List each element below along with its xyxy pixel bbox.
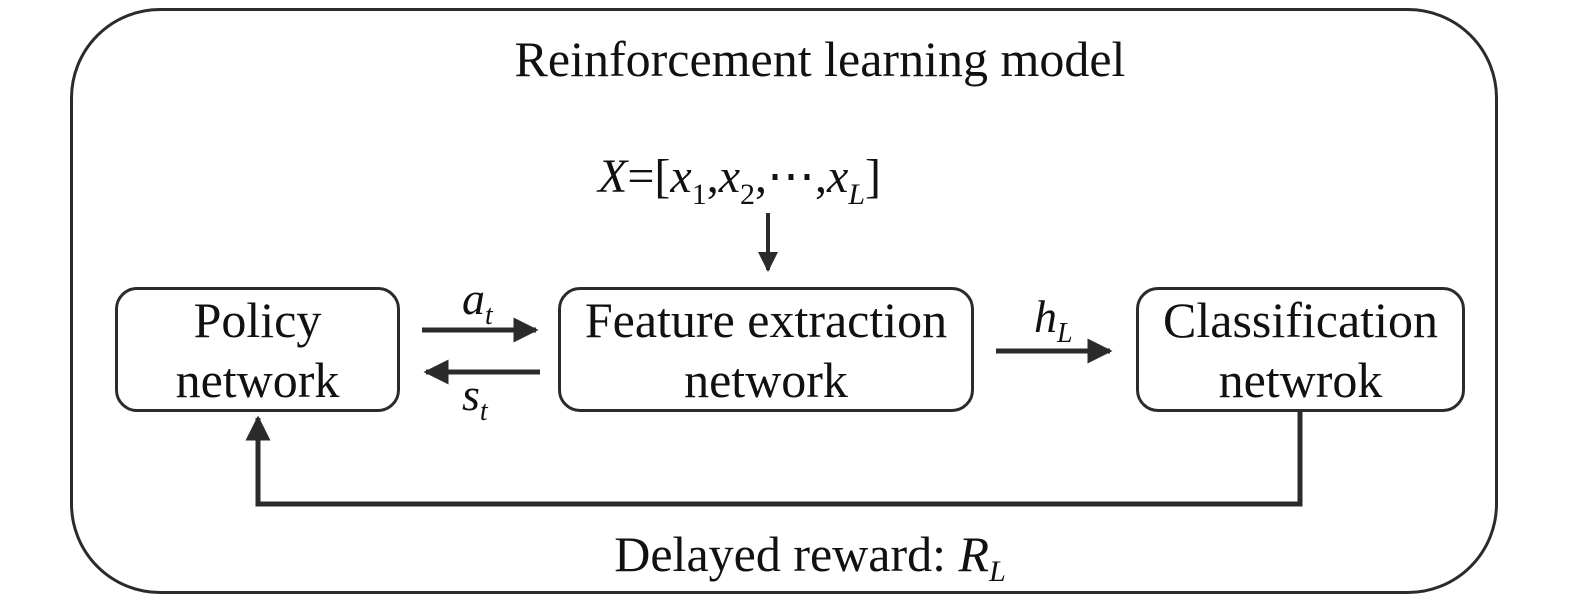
hidden-symbol: h: [1034, 291, 1057, 342]
model-boundary: [70, 8, 1498, 594]
hidden-state-label: hL: [1034, 290, 1073, 349]
state-label: st: [462, 368, 488, 427]
input-x1: x: [670, 150, 692, 203]
reward-label: Delayed reward: RL: [0, 525, 1575, 588]
input-xl-sub: L: [848, 178, 866, 211]
input-equals: =[: [627, 150, 671, 203]
reward-text: Delayed reward:: [614, 526, 959, 582]
classify-line1: Classification: [1163, 292, 1438, 348]
policy-line2: network: [175, 352, 340, 408]
reward-sub: L: [989, 555, 1006, 588]
classify-line2: netwrok: [1218, 352, 1383, 408]
input-xl: x: [827, 150, 849, 203]
input-var: X: [598, 150, 628, 203]
input-x1-sub: 1: [691, 178, 707, 211]
input-sequence-label: X=[x1,x2,⋯,xL]: [598, 148, 881, 211]
action-label: at: [462, 272, 493, 331]
state-symbol: s: [462, 369, 480, 420]
hidden-sub: L: [1057, 318, 1073, 349]
action-sub: t: [485, 300, 493, 331]
feature-line1: Feature extraction: [584, 292, 948, 348]
diagram-title: Reinforcement learning model: [514, 31, 1126, 87]
feature-line2: network: [684, 352, 848, 408]
input-close: ]: [865, 150, 881, 203]
policy-network-node: Policy network: [115, 287, 400, 412]
classification-network-node: Classification netwrok: [1136, 287, 1465, 412]
reward-feedback-arrow: [245, 412, 1303, 507]
input-ellipsis: ,⋯,: [755, 150, 828, 203]
input-comma: ,: [706, 150, 719, 203]
reward-symbol: R: [958, 526, 990, 582]
policy-line1: Policy: [193, 292, 322, 348]
action-symbol: a: [462, 273, 485, 324]
input-x2: x: [718, 150, 741, 203]
feature-extraction-node: Feature extraction network: [558, 287, 974, 412]
state-sub: t: [479, 396, 488, 427]
input-x2-sub: 2: [740, 178, 756, 211]
